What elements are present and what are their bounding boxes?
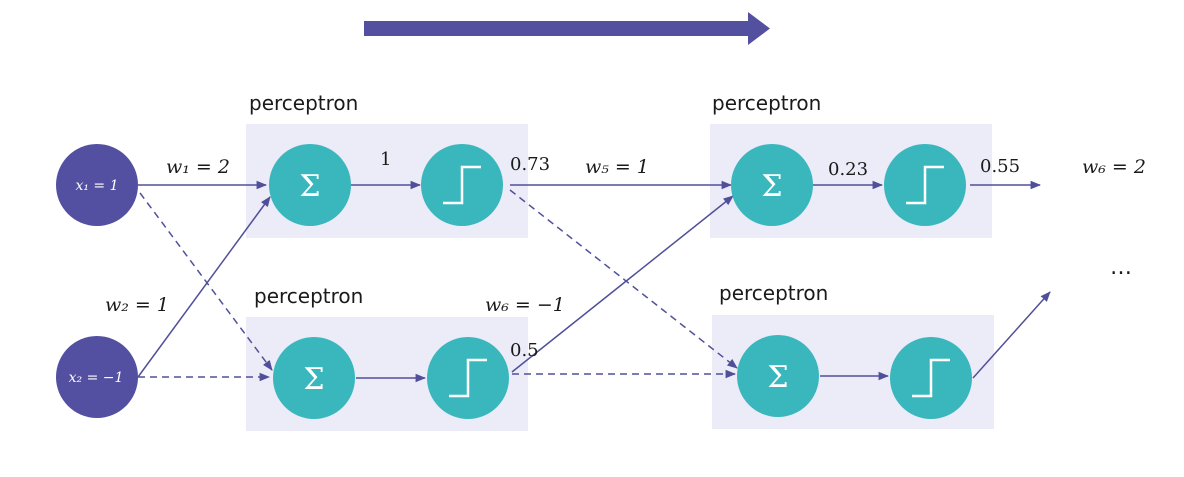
step-node-top-right	[884, 144, 966, 226]
weight-label-w6-mid: w₆ = −1	[485, 294, 565, 316]
sum-value-top-left: 1	[380, 149, 391, 170]
sigma-icon: Σ	[767, 360, 788, 395]
input-label-x2: x₂ = −1	[69, 370, 124, 386]
input-label-x1: x₁ = 1	[75, 178, 118, 194]
sum-node-bottom-left: Σ	[273, 337, 355, 419]
perceptron-title-bottom-right: perceptron	[719, 281, 828, 305]
step-node-bottom-right	[890, 337, 972, 419]
perceptron-title-bottom-left: perceptron	[254, 284, 363, 308]
input-node-x2	[56, 336, 138, 418]
sigma-icon: Σ	[761, 169, 782, 204]
perceptron-title-top-left: perceptron	[249, 91, 358, 115]
sigma-icon: Σ	[299, 169, 320, 204]
edge-x1-to-sum-bottom-left	[139, 192, 273, 371]
edge-step-top-left-to-sum-bottom-right	[509, 189, 738, 369]
input-node-x1	[56, 144, 138, 226]
output-value-top-right: 0.55	[980, 156, 1020, 177]
step-function-icon	[912, 358, 950, 398]
sum-node-top-right: Σ	[731, 144, 813, 226]
weight-label-w1: w₁ = 2	[166, 156, 230, 178]
weight-label-w2: w₂ = 1	[105, 294, 169, 316]
step-node-top-left	[421, 144, 503, 226]
output-value-top-left: 0.73	[510, 154, 550, 175]
sum-node-bottom-right: Σ	[737, 335, 819, 417]
step-function-icon	[906, 165, 944, 205]
weight-label-w6-right: w₆ = 2	[1082, 156, 1146, 178]
sum-value-top-right: 0.23	[828, 159, 868, 180]
step-function-icon	[443, 165, 481, 205]
sigma-icon: Σ	[303, 362, 324, 397]
output-value-bottom-left: 0.5	[510, 340, 539, 361]
edge-x2-to-sum-top-left	[137, 196, 271, 378]
forward-direction-arrow	[364, 12, 770, 45]
sum-node-top-left: Σ	[269, 144, 351, 226]
step-function-icon	[449, 358, 487, 398]
edge-step-bottom-left-to-sum-top-right	[511, 195, 734, 373]
edge-step-bottom-right-output	[972, 291, 1051, 379]
weight-label-w5: w₅ = 1	[585, 156, 649, 178]
perceptron-title-top-right: perceptron	[712, 91, 821, 115]
step-node-bottom-left	[427, 337, 509, 419]
continuation-ellipsis: …	[1110, 255, 1134, 280]
